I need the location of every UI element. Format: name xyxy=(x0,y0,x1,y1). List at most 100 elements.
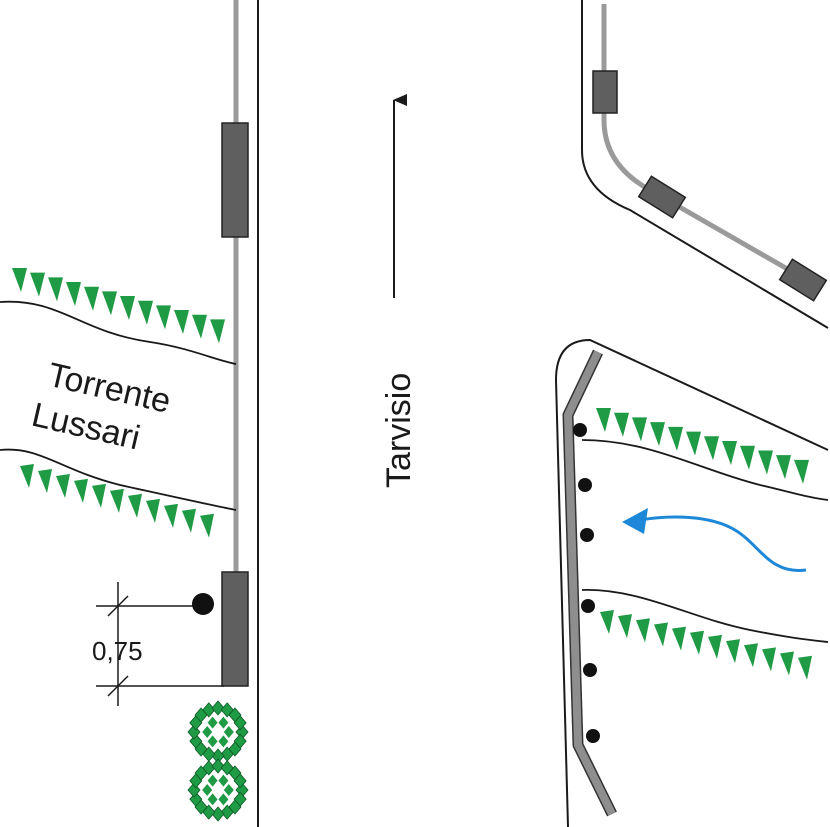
shrub-leaf xyxy=(218,716,229,729)
vegetation-mark xyxy=(776,455,791,480)
vegetation-mark xyxy=(138,300,153,325)
vegetation-right-upper xyxy=(596,408,809,484)
vegetation-mark xyxy=(146,498,160,523)
shrub-leaf xyxy=(202,726,213,738)
dimension-label: 0,75 xyxy=(92,636,143,666)
shrub-leaf xyxy=(211,748,225,764)
vegetation-mark xyxy=(632,417,647,442)
reflector-dot xyxy=(573,423,587,437)
vegetation-mark xyxy=(798,655,812,680)
vegetation-left-lower xyxy=(20,464,214,538)
vegetation-mark xyxy=(66,282,81,307)
reflector-dot xyxy=(580,528,594,542)
stream-bank-left-upper xyxy=(0,300,237,365)
vegetation-mark xyxy=(210,319,225,344)
vegetation-mark xyxy=(174,310,189,335)
vegetation-mark xyxy=(794,459,809,484)
shrub-leaf xyxy=(220,804,234,820)
shrub-leaf xyxy=(233,715,247,731)
vegetation-mark xyxy=(744,643,758,668)
shrub-leaf xyxy=(207,774,218,787)
shrub-leaf xyxy=(211,758,225,774)
vegetation-mark xyxy=(92,483,106,508)
vegetation-mark xyxy=(156,305,171,330)
vegetation-mark xyxy=(120,296,135,321)
vegetation-mark xyxy=(596,408,611,432)
vegetation-mark xyxy=(618,614,632,639)
vegetation-mark xyxy=(654,622,668,647)
reflector-dot xyxy=(583,663,597,677)
barrier-block xyxy=(221,571,249,687)
vegetation-mark xyxy=(182,508,196,533)
shrub-leaf xyxy=(207,716,218,729)
shrub-leaf xyxy=(233,773,247,789)
vegetation-mark xyxy=(740,445,755,470)
vegetation-mark xyxy=(30,272,45,297)
barrier-block xyxy=(778,258,828,302)
vegetation-mark xyxy=(74,478,88,503)
vegetation-mark xyxy=(672,626,686,651)
stream-bank-left-lower xyxy=(0,448,237,511)
shrub-leaf xyxy=(207,735,218,748)
vegetation-mark xyxy=(200,513,214,538)
vegetation-mark xyxy=(102,291,117,316)
vegetation-mark xyxy=(128,493,142,518)
shrub-leaf xyxy=(220,746,234,762)
vegetation-mark xyxy=(192,314,207,339)
right-bottom-road-edge xyxy=(554,338,829,827)
shrub-leaf xyxy=(218,774,229,787)
vegetation-mark xyxy=(20,464,34,488)
vegetation-mark xyxy=(690,630,704,655)
vegetation-mark xyxy=(762,647,776,672)
reflector-dot xyxy=(578,478,592,492)
shrub-leaf xyxy=(223,784,234,796)
vegetation-mark xyxy=(84,286,99,311)
vegetation-mark xyxy=(780,651,794,676)
shrub-leaf xyxy=(223,726,234,738)
reflector-dot xyxy=(192,593,214,615)
vegetation-right-lower xyxy=(600,610,812,680)
barrier-block xyxy=(221,122,249,238)
stream-bank-right-lower xyxy=(581,589,829,643)
vegetation-mark xyxy=(48,277,63,302)
shrub-leaf xyxy=(228,765,242,781)
vegetation-mark xyxy=(758,450,773,475)
left-guardrail xyxy=(221,0,249,687)
shrub-leaf xyxy=(211,806,225,822)
right-top-road-edge xyxy=(581,0,829,329)
vegetation-mark xyxy=(614,412,629,437)
right-top-guardrail xyxy=(592,4,828,302)
vegetation-mark xyxy=(56,473,70,498)
vegetation-mark xyxy=(722,441,737,466)
stream-label: Torrente Lussari xyxy=(28,356,174,458)
vegetation-mark xyxy=(12,268,27,292)
vegetation-mark xyxy=(164,503,178,528)
reflector-dot xyxy=(586,729,600,743)
vegetation-mark xyxy=(704,436,719,461)
flow-arrow-icon xyxy=(622,508,807,572)
vegetation-mark xyxy=(636,618,650,643)
shrub-leaf xyxy=(228,707,242,723)
vegetation-left-upper xyxy=(12,268,225,344)
shrub-leaf xyxy=(218,735,229,748)
vegetation-mark xyxy=(110,488,124,513)
shrub-icon xyxy=(187,700,249,822)
vegetation-mark xyxy=(726,639,740,664)
vegetation-mark xyxy=(668,426,683,451)
direction-label: Tarvisio xyxy=(380,373,418,488)
vegetation-mark xyxy=(708,634,722,659)
shrub-leaf xyxy=(211,700,225,716)
barrier-block xyxy=(592,70,618,114)
vegetation-mark xyxy=(686,431,701,456)
shrub-leaf xyxy=(218,793,229,806)
barrier-block xyxy=(637,175,687,219)
stream-bank-right-upper xyxy=(581,439,829,501)
vegetation-mark xyxy=(650,422,665,447)
vegetation-mark xyxy=(600,610,614,634)
right-guardrail xyxy=(562,349,617,817)
reflector-dot xyxy=(581,599,595,613)
shrub-leaf xyxy=(207,793,218,806)
shrub-leaf xyxy=(202,784,213,796)
vegetation-mark xyxy=(38,468,52,493)
